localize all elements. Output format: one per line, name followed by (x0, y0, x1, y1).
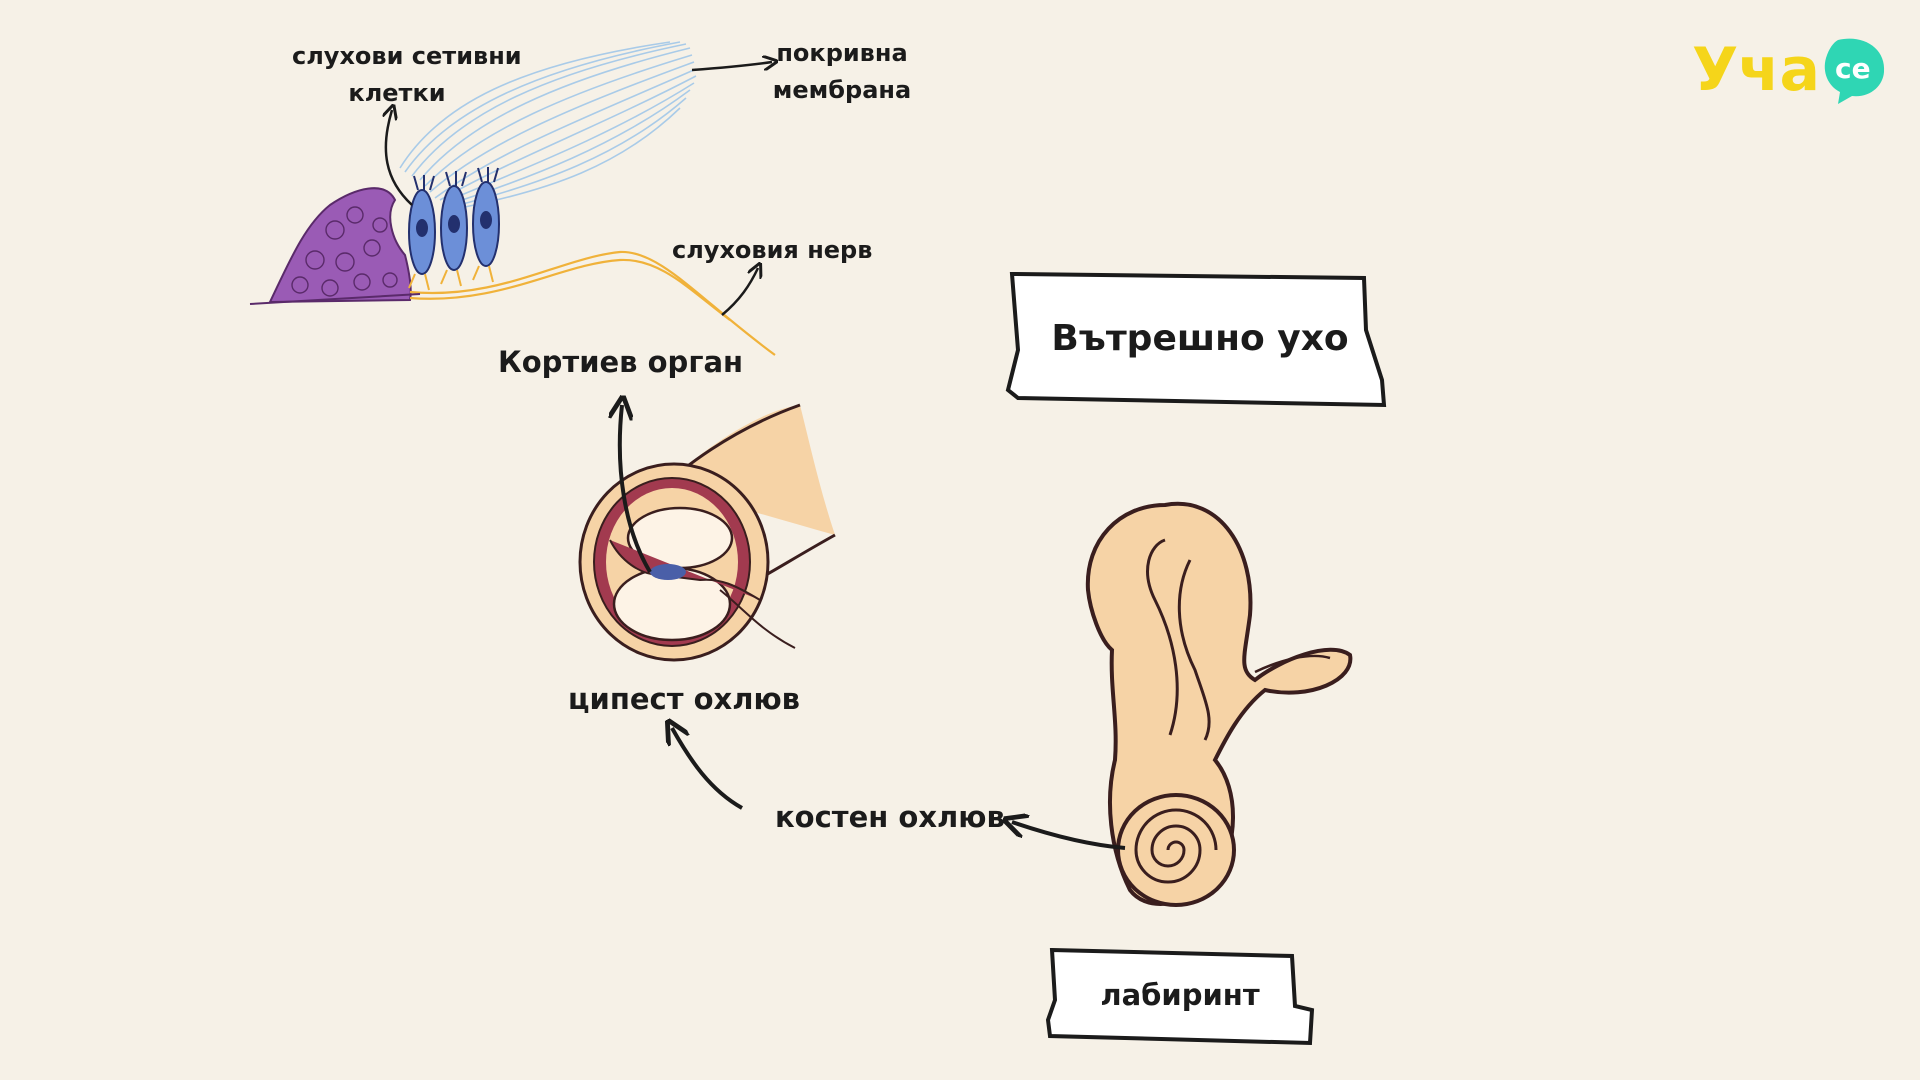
label-membranous-cochlea: ципест охлюв (568, 682, 801, 716)
labyrinth-box: лабиринт (1100, 978, 1260, 1012)
arrow-tectorial (691, 62, 772, 72)
label-tectorial-line2: мембрана (772, 76, 912, 104)
label-bony-cochlea: костен охлюв (775, 800, 1005, 834)
arrow-organ-of-corti (620, 405, 652, 574)
brand-logo: Уча се (1688, 28, 1893, 108)
arrow-bony-to-membranous (672, 728, 743, 810)
label-tectorial-membrane: покривна мембрана (772, 35, 912, 109)
organ-of-corti-illustration (249, 41, 775, 356)
brand-logo-mark: Уча се (1692, 35, 1885, 105)
title-box-border (1005, 271, 1387, 408)
labyrinth-illustration (1012, 501, 1353, 907)
logo-text: Уча (1692, 35, 1820, 105)
label-hair-cells-line2: клетки (348, 79, 446, 107)
arrow-hair-cells (386, 110, 413, 206)
label-tectorial-line1: покривна (776, 39, 908, 67)
logo-badge: се (1835, 52, 1871, 85)
label-hair-cells: слухови сетивни клетки (292, 38, 522, 112)
label-auditory-nerve: слуховия нерв (672, 236, 873, 264)
hair-cells (408, 167, 500, 291)
cochlea-cross-section (578, 405, 836, 662)
arrow-nerve (721, 268, 758, 316)
label-hair-cells-line1: слухови сетивни (292, 42, 522, 70)
labyrinth-box-border (1045, 947, 1315, 1046)
title-box: Вътрешно ухо (1051, 317, 1349, 359)
arrow-bony-cochlea (1012, 822, 1126, 850)
support-cells (268, 187, 412, 304)
label-organ-of-corti: Кортиев орган (498, 345, 744, 379)
